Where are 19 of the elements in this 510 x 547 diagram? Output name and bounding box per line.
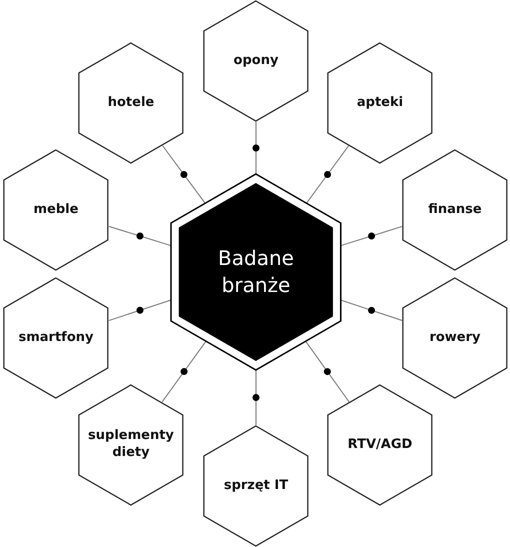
node-label: sprzęt IT <box>224 478 288 494</box>
connector-line <box>162 145 206 204</box>
connector-line <box>108 226 172 246</box>
node-label: smartfony <box>18 330 94 346</box>
node-label: meble <box>34 202 78 218</box>
connector-line <box>340 300 403 321</box>
connector-line <box>306 145 350 204</box>
node-label: Badane branże <box>217 245 295 299</box>
connector-line <box>340 226 403 246</box>
node-label: rowery <box>429 330 481 346</box>
node-label: hotele <box>108 94 154 112</box>
node-label: suplementy diety <box>87 428 175 462</box>
node-label: apteki <box>356 94 404 112</box>
connector-line <box>162 340 207 402</box>
connector-line <box>305 340 350 402</box>
node-label: finanse <box>428 202 482 218</box>
connector-line <box>108 300 172 322</box>
node-label: opony <box>234 52 278 70</box>
node-label: RTV/AGD <box>348 436 412 454</box>
